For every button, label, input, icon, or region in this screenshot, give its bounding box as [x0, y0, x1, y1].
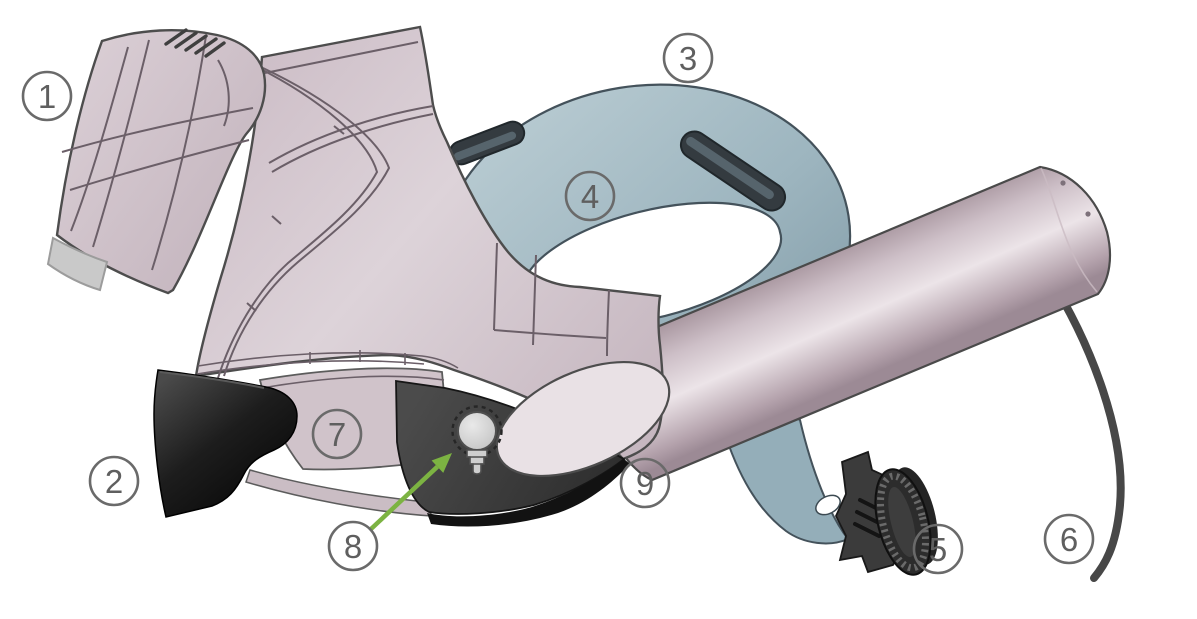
callout-number: 7 — [328, 416, 346, 453]
rear-arm-cap-line — [1040, 167, 1098, 293]
callout-number: 6 — [1060, 521, 1078, 558]
strap-buckle-hole — [815, 494, 841, 516]
callout-number: 9 — [636, 465, 654, 502]
callout-circle — [662, 32, 714, 84]
callout-cable: 6 — [1043, 513, 1095, 565]
callout-number: 1 — [38, 78, 56, 115]
adjustment-dial — [835, 450, 938, 576]
callout-circle — [88, 455, 140, 507]
callout-circle — [327, 520, 379, 572]
callout-circle — [912, 523, 964, 575]
annotation-arrow — [369, 453, 452, 531]
callout-lower-frame: 7 — [311, 408, 363, 460]
callout-headband: 3 — [662, 32, 714, 84]
locking-knob-button — [457, 411, 497, 451]
callout-eyepiece-unit: 1 — [21, 70, 73, 122]
callout-circle — [564, 170, 616, 222]
locking-knob-stem-ribs — [468, 456, 486, 465]
headband-slot-right-highlight — [686, 136, 774, 200]
eyepiece-vent-stripes — [164, 28, 226, 58]
arm-end-face — [495, 360, 671, 478]
callout-headband-crown: 4 — [564, 170, 616, 222]
eyepiece-shell — [55, 29, 267, 295]
callout-side-panel: 9 — [619, 457, 671, 509]
callout-eyecup-shield: 2 — [88, 455, 140, 507]
dial-wheel-face — [888, 486, 916, 558]
rear-arm — [594, 165, 1112, 482]
side-panel-lip — [427, 459, 630, 527]
locking-knob-dashed-ring — [451, 405, 503, 457]
lens-cap — [46, 236, 109, 292]
callout-circle — [619, 457, 671, 509]
annotation-arrow-head — [431, 453, 452, 473]
eyecup-shield — [153, 369, 298, 518]
lower-frame-seam — [261, 375, 445, 389]
callout-number: 4 — [581, 178, 599, 215]
eyepiece-seams — [61, 35, 254, 271]
callout-layer: 1 2 3 4 5 6 7 8 9 — [21, 32, 1095, 575]
callout-locking-knob: 8 — [327, 520, 379, 572]
dial-wheel-knurling — [877, 472, 929, 572]
callout-number: 3 — [679, 40, 697, 77]
callout-circle — [311, 408, 363, 460]
cable — [1044, 271, 1125, 582]
housing-seams — [217, 41, 610, 379]
housing-belt-seams — [196, 350, 459, 375]
arm-vent-dot-2 — [1085, 211, 1091, 217]
callout-circle — [1043, 513, 1095, 565]
callout-circle — [21, 70, 73, 122]
locking-knob — [451, 405, 503, 475]
callout-number: 8 — [344, 528, 362, 565]
callout-number: 2 — [105, 463, 123, 500]
arm-vent-dot-1 — [1060, 180, 1066, 186]
callout-number: 5 — [929, 531, 947, 568]
rear-arm-body — [594, 165, 1112, 482]
eyepiece-unit — [46, 28, 267, 295]
headband-slot-left-highlight — [453, 131, 517, 161]
annotation-arrow-shaft — [369, 465, 439, 531]
eyecup-rim-highlight — [159, 371, 265, 389]
main-housing — [194, 25, 665, 461]
callout-adjustment-dial: 5 — [912, 523, 964, 575]
